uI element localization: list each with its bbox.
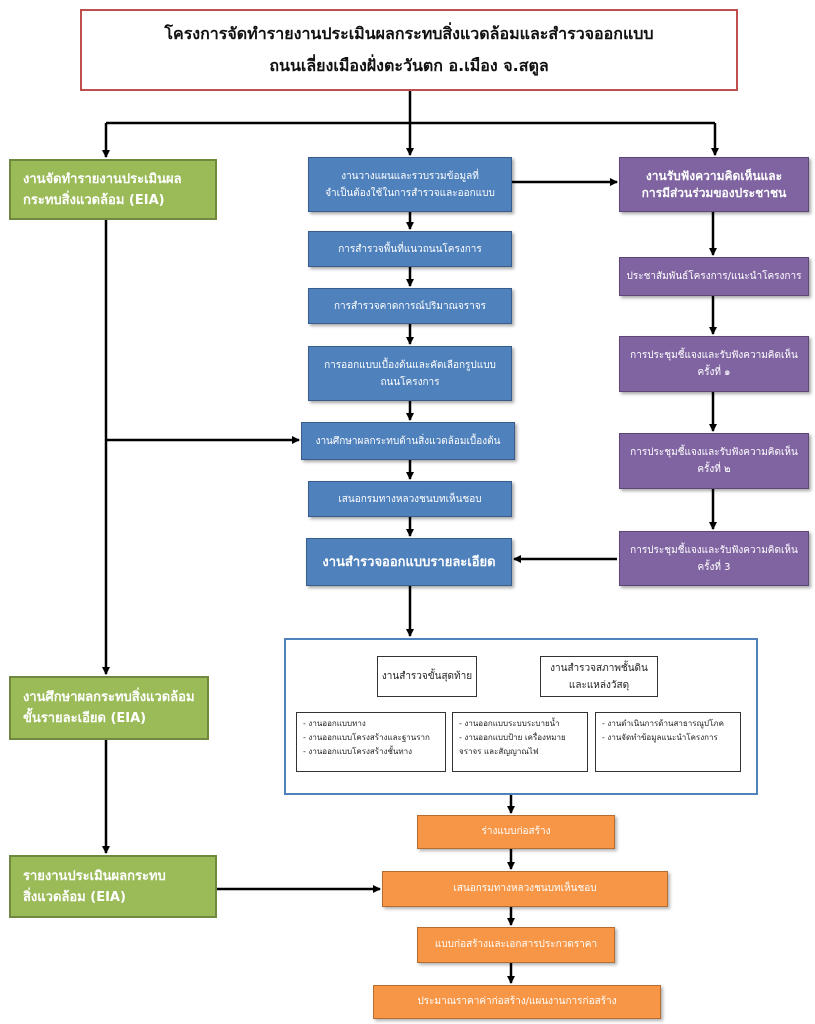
soil-survey-label: งานสำรวจสภาพชั้นดิน และแหล่งวัสดุ <box>540 656 658 697</box>
design-list-b-item: จราจร และสัญญาณไฟ <box>459 747 539 756</box>
design-list-c-item: - งานจัดทำข้อมูลแนะนำโครงการ <box>602 733 718 742</box>
design-list-a-item: - งานออกแบบโครงสร้างและฐานราก <box>303 733 430 742</box>
design-list-c-item: - งานดำเนินการด้านสาธารณูปโภค <box>602 719 724 728</box>
design-list-c: - งานดำเนินการด้านสาธารณูปโภค - งานจัดทำ… <box>595 712 741 772</box>
design-list-a-item: - งานออกแบบทาง <box>303 719 366 728</box>
eia-detailed-study-step: งานศึกษาผลกระทบสิ่งแวดล้อม ขั้นรายละเอีย… <box>9 676 209 740</box>
draft-design-step: ร่างแบบก่อสร้าง <box>417 815 615 849</box>
alignment-survey-step: การสำรวจพื้นที่แนวถนนโครงการ <box>308 231 512 267</box>
public-meeting-1-step: การประชุมชี้แจงและรับฟังความคิดเห็น ครั้… <box>619 336 809 392</box>
design-list-b-item: - งานออกแบบป้าย เครื่องหมาย <box>459 733 566 742</box>
design-list-b: - งานออกแบบระบบระบายน้ำ - งานออกแบบป้าย … <box>452 712 588 772</box>
design-list-a: - งานออกแบบทาง - งานออกแบบโครงสร้างและฐา… <box>296 712 446 772</box>
project-title-line-2: ถนนเลี่ยงเมืองฝั่งตะวันตก อ.เมือง จ.สตูล <box>269 56 549 75</box>
preliminary-design-step: การออกแบบเบื้องต้นและคัดเลือกรูปแบบ ถนนโ… <box>308 346 512 401</box>
final-survey-label: งานสำรวจขั้นสุดท้าย <box>377 656 477 697</box>
design-list-b-item: - งานออกแบบระบบระบายน้ำ <box>459 719 560 728</box>
preliminary-env-study-step: งานศึกษาผลกระทบด้านสิ่งแวดล้อมเบื้องต้น <box>301 422 515 460</box>
submit-doh-approval-final-step: เสนอกรมทางหลวงชนบทเห็นชอบ <box>382 871 668 907</box>
eia-report-step: รายงานประเมินผลกระทบ สิ่งแวดล้อม (EIA) <box>9 855 217 918</box>
project-pr-step: ประชาสัมพันธ์โครงการ/แนะนำโครงการ <box>619 257 809 296</box>
planning-step: งานวางแผนและรวบรวมข้อมูลที่ จำเป็นต้องใช… <box>308 157 512 212</box>
public-meeting-2-step: การประชุมชี้แจงและรับฟังความคิดเห็น ครั้… <box>619 433 809 489</box>
eia-preparation-step: งานจัดทำรายงานประเมินผล กระทบสิ่งแวดล้อม… <box>9 159 217 220</box>
cost-estimate-step: ประมาณราคาค่าก่อสร้าง/แผนงานการก่อสร้าง <box>373 985 661 1019</box>
public-hearing-step: งานรับฟังความคิดเห็นและ การมีส่วนร่วมของ… <box>619 157 809 212</box>
traffic-survey-step: การสำรวจคาดการณ์ปริมาณจราจร <box>308 288 512 324</box>
project-title: โครงการจัดทำรายงานประเมินผลกระทบสิ่งแวดล… <box>80 9 738 91</box>
public-meeting-3-step: การประชุมชี้แจงและรับฟังความคิดเห็น ครั้… <box>619 531 809 586</box>
design-list-a-item: - งานออกแบบโครงสร้างชั้นทาง <box>303 747 413 756</box>
submit-doh-approval-step: เสนอกรมทางหลวงชนบทเห็นชอบ <box>308 481 512 517</box>
detailed-design-survey-step: งานสำรวจออกแบบรายละเอียด <box>306 538 512 586</box>
project-title-line-1: โครงการจัดทำรายงานประเมินผลกระทบสิ่งแวดล… <box>164 24 654 43</box>
construction-docs-step: แบบก่อสร้างและเอกสารประกวดราคา <box>417 927 615 963</box>
